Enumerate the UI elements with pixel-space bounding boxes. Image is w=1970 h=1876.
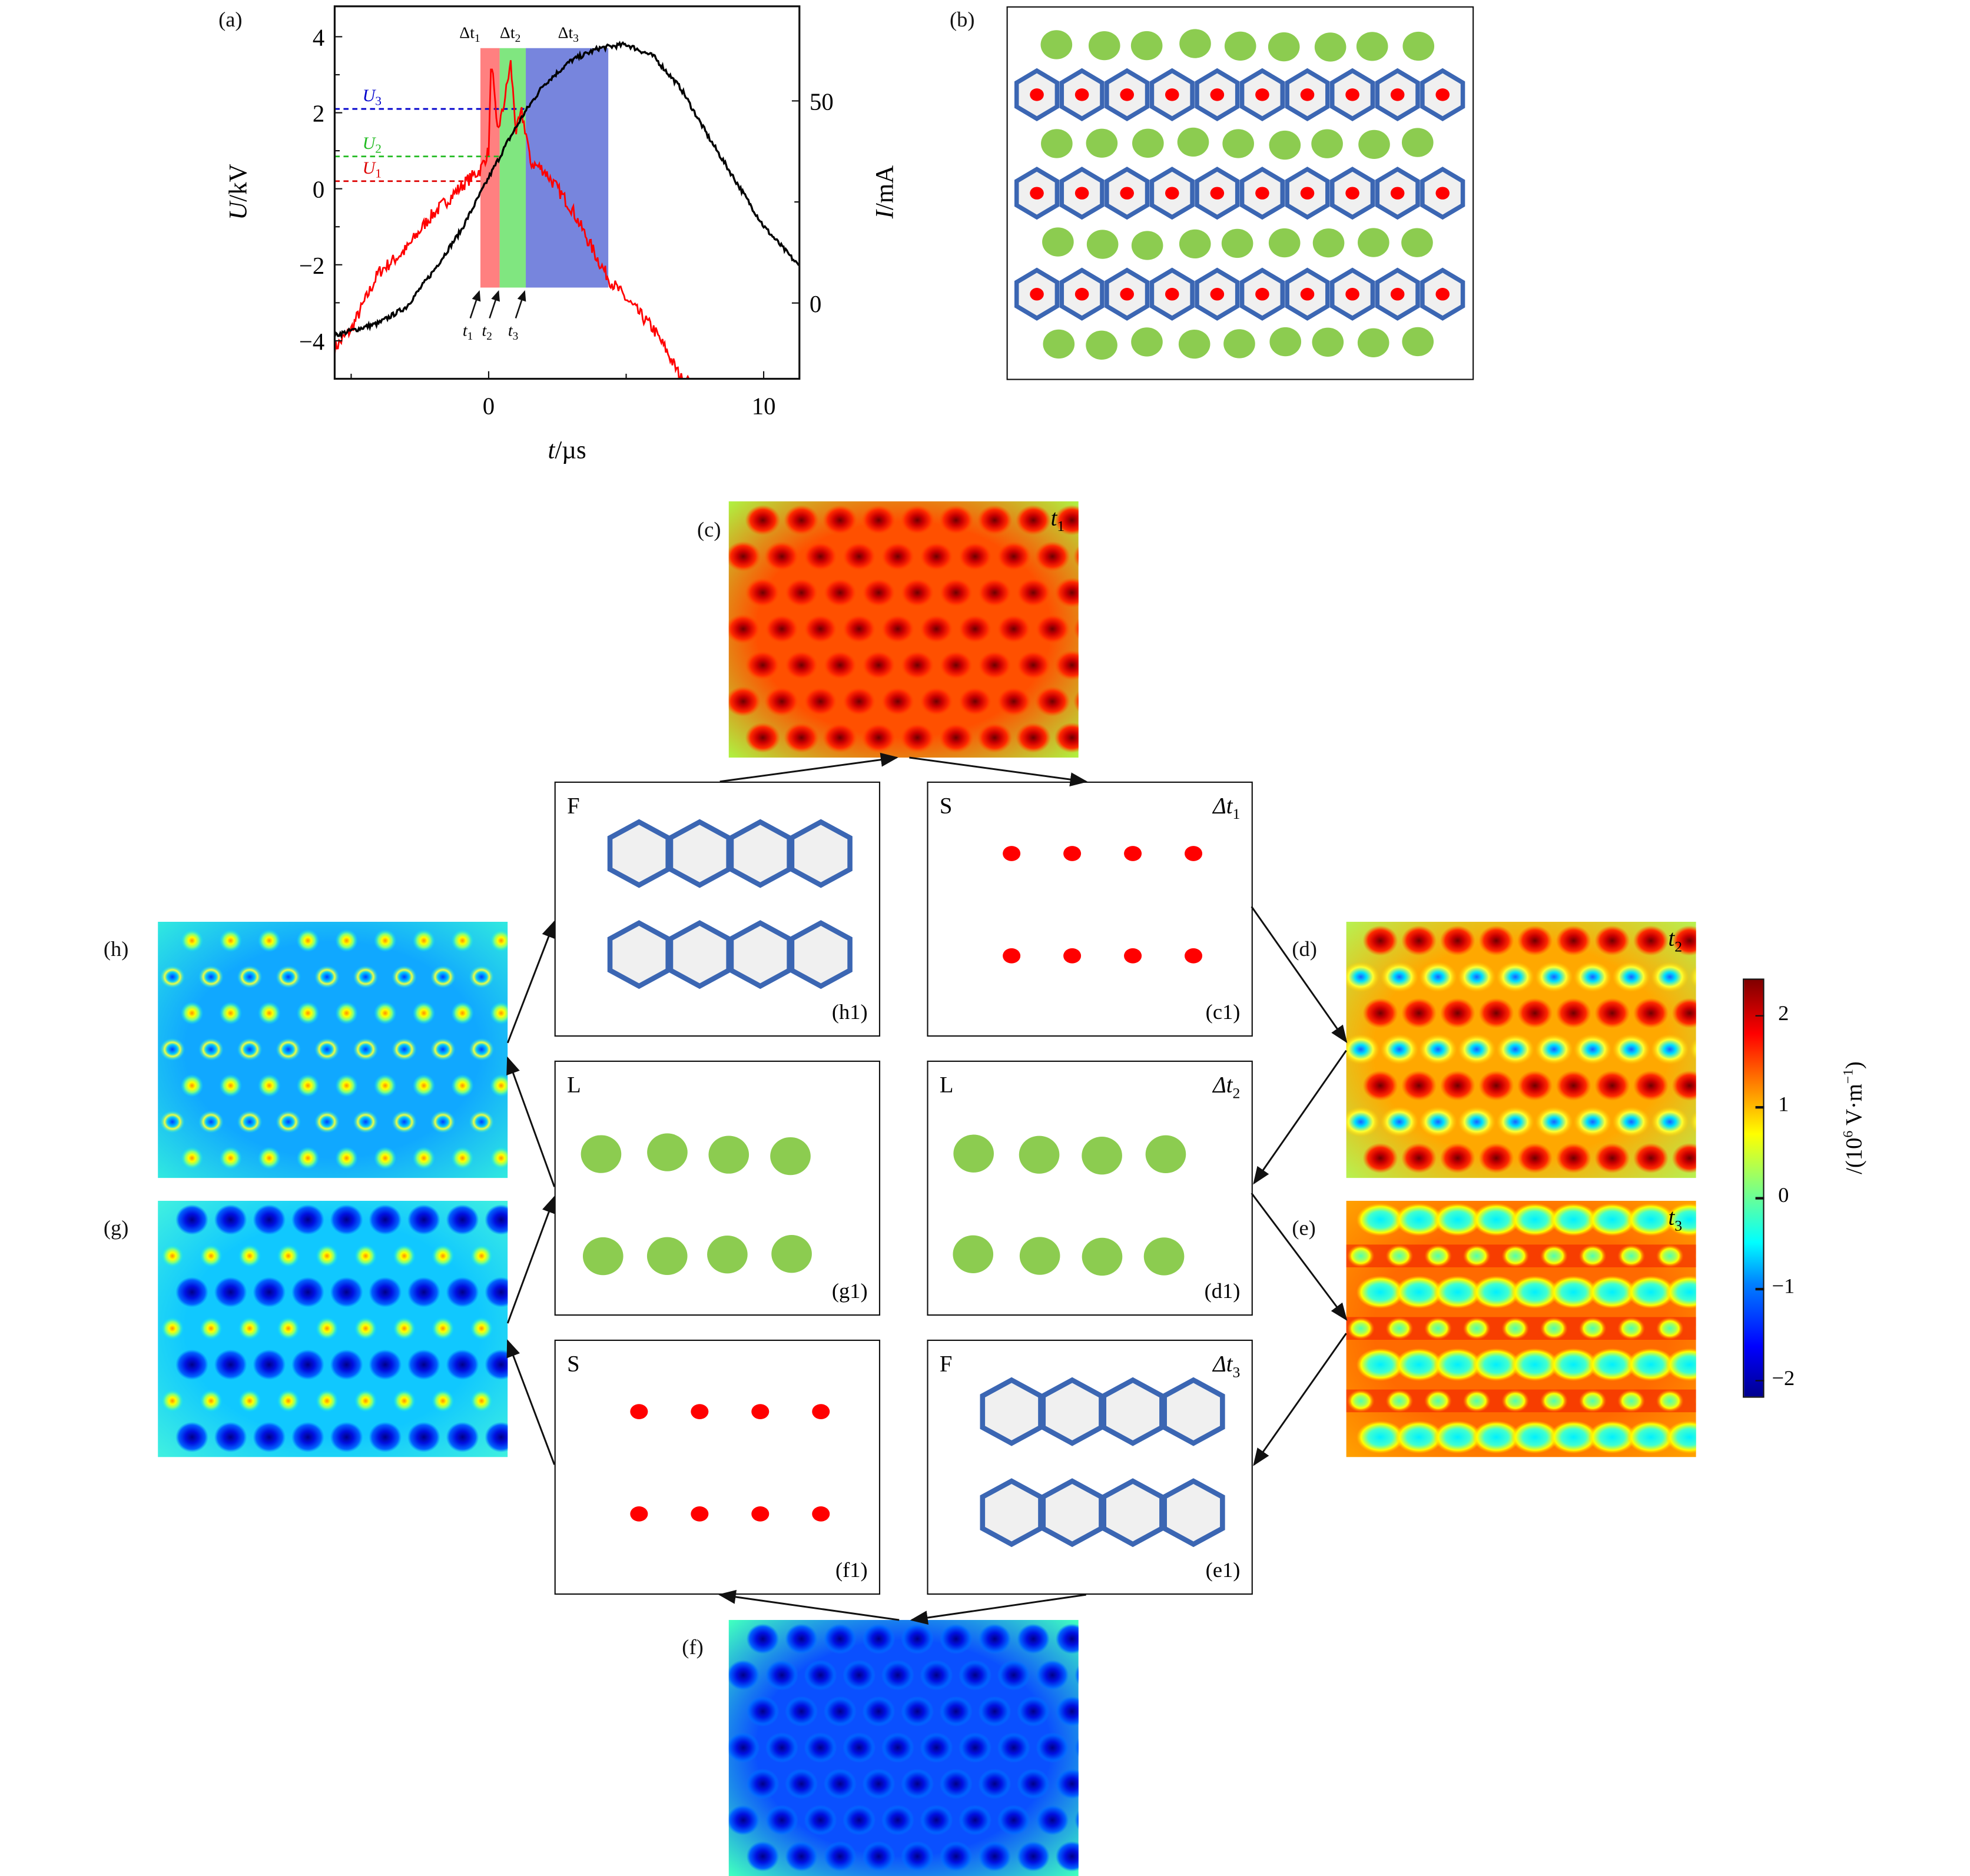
colorbar-tick [1756, 1015, 1765, 1017]
transition-arrow [909, 758, 1086, 782]
colorbar-tick [1756, 1289, 1765, 1290]
colorbar [1743, 978, 1764, 1397]
colorbar-tick [1756, 1106, 1765, 1108]
transition-arrow [720, 1595, 900, 1620]
transition-arrow [508, 1058, 554, 1187]
transition-arrow [720, 758, 897, 782]
transition-arrow [912, 1595, 1086, 1620]
colorbar-tick [1756, 1197, 1765, 1199]
colorbar-tick [1756, 1380, 1765, 1382]
colorbar-tick-label: 0 [1778, 1183, 1789, 1208]
colorbar-tick-label: 2 [1778, 1001, 1789, 1027]
colorbar-label: /(106 V·m−1) [1841, 1061, 1868, 1174]
transition-arrow [1252, 907, 1347, 1042]
colorbar-tick-label: −2 [1772, 1366, 1795, 1391]
transition-arrow [1252, 1193, 1347, 1319]
colorbar-tick-label: 1 [1778, 1092, 1789, 1117]
colorbar-tick-label: −1 [1772, 1274, 1795, 1300]
transition-arrow [508, 1341, 554, 1465]
transition-arrow [1254, 1051, 1347, 1183]
transition-arrow [1254, 1333, 1347, 1465]
transition-arrow [508, 922, 554, 1043]
transition-arrow [508, 1197, 554, 1323]
